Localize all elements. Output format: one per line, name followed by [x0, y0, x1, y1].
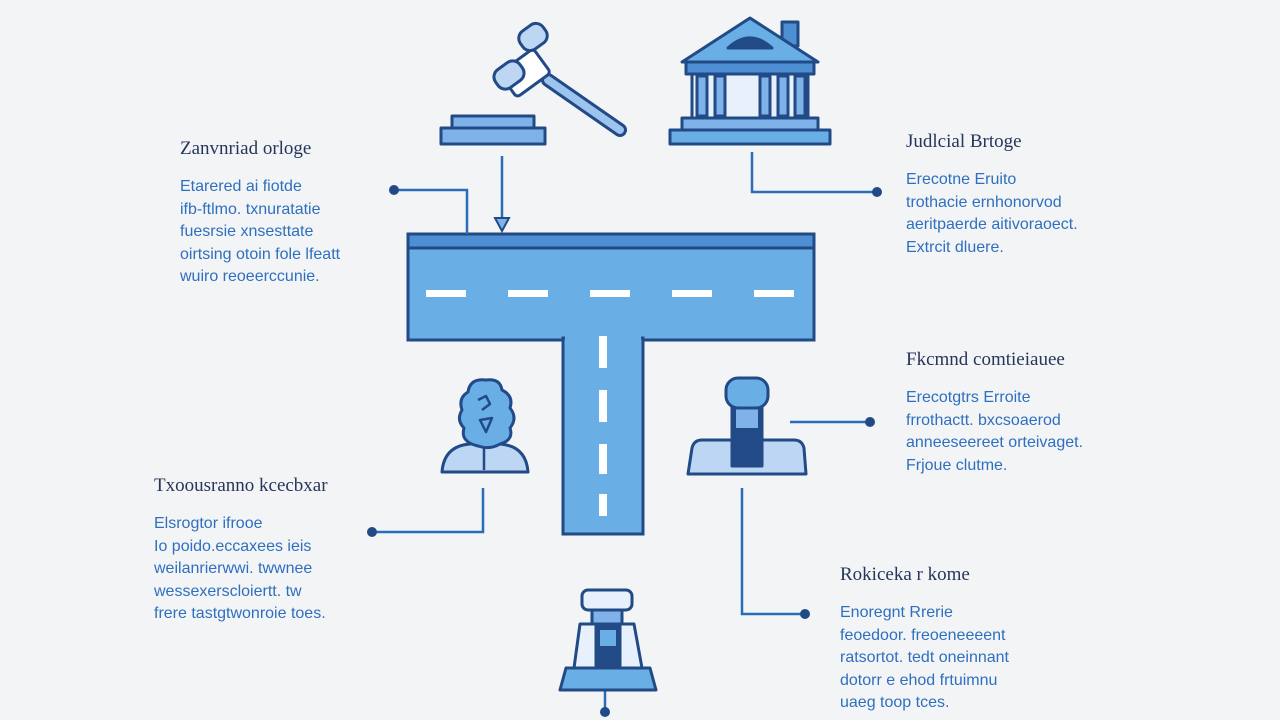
lane-dash [672, 290, 712, 297]
courthouse-icon [668, 16, 832, 146]
block-heading: Rokiceka r kome [840, 564, 970, 585]
connector-top-left [394, 188, 469, 234]
road-lane-markings [426, 290, 794, 516]
lane-dash [590, 290, 630, 297]
connector-dot [367, 527, 377, 537]
block-line: uaeg toop tces. [840, 694, 950, 711]
connectors [372, 152, 877, 710]
block-line: dotorr e ehod frtuimnu [840, 671, 998, 689]
block-line: Extrcit dluere. [906, 238, 1004, 256]
lane-dash [599, 494, 607, 516]
text-block-top-right: Judlcial Brtoge Erecotne Eruito trothaci… [906, 131, 1078, 259]
block-heading: Zanvnriad orloge [180, 138, 312, 159]
text-block-bottom-right: Rokiceka r kome Enoregnt Rrerie feoedoor… [840, 564, 1009, 715]
road-top-rail [406, 232, 816, 250]
block-line: frrothactt. bxcsoaerod [906, 411, 1061, 429]
block-line: ratsortot. tedt oneinnant [840, 649, 1009, 666]
block-line: anneeseereet orteivaget. [906, 434, 1084, 451]
block-line: Elsrogtor ifrooe [154, 515, 263, 532]
lane-dash [426, 290, 466, 297]
block-line: Erecotne Eruito [906, 171, 1017, 188]
podium-icon [558, 588, 658, 692]
connector-dots [367, 185, 882, 717]
gavel-icon [439, 21, 627, 146]
text-block-mid-right: Fkcmnd comtieiauee Erecotgtrs Erroite fr… [906, 349, 1083, 477]
block-line: fuesrsie xnsesttate [180, 223, 314, 240]
connector-dot [865, 417, 875, 427]
text-block-top-left: Zanvnriad orloge Etarered ai fiotde ifb-… [180, 138, 340, 289]
block-heading: Txoousranno kcecbxar [154, 475, 328, 496]
block-line: wuiro reoeerccunie. [180, 268, 320, 285]
connector-arrowhead [493, 217, 511, 234]
lane-dash [508, 290, 548, 297]
block-line: Frjoue clutme. [906, 456, 1008, 474]
lane-dash [754, 290, 794, 297]
connector-dot [600, 707, 610, 717]
block-line: trothacie ernhonorvod [906, 193, 1062, 211]
connector-dot [872, 187, 882, 197]
connector-bottom-right [740, 488, 805, 616]
block-line: frere tastgtwonroie toes. [154, 605, 326, 622]
stamp-icon [686, 376, 808, 476]
block-line: wessexerscloiertt. tw [154, 582, 302, 600]
connector-dot [389, 185, 399, 195]
lane-dash [599, 336, 607, 368]
lane-dash [599, 390, 607, 422]
block-line: Enoregnt Rrerie [840, 604, 953, 621]
road-horizontal-segment [406, 232, 816, 342]
block-heading: Fkcmnd comtieiauee [906, 349, 1065, 370]
block-line: ifb-ftlmo. txnuratatie [180, 200, 321, 218]
connector-dot [800, 609, 810, 619]
block-line: feoedoor. freoeneeeent [840, 626, 1006, 644]
text-block-mid-left: Txoousranno kcecbxar Elsrogtor ifrooe Io… [154, 475, 328, 626]
block-line: weilanrierwwi. twwnee [154, 560, 313, 577]
lane-dash [599, 444, 607, 474]
connector-mid-left [372, 488, 485, 534]
block-line: oirtsing otoin fole lfeatt [180, 245, 341, 263]
block-line: aeritpaerde aitivoraoect. [906, 216, 1078, 233]
connector-top-right [750, 152, 877, 194]
tree-icon [440, 378, 530, 474]
block-line: Etarered ai fiotde [180, 178, 302, 195]
block-heading: Judlcial Brtoge [906, 131, 1022, 152]
block-line: Io poido.eccaxees ieis [154, 537, 312, 555]
block-line: Erecotgtrs Erroite [906, 389, 1031, 406]
